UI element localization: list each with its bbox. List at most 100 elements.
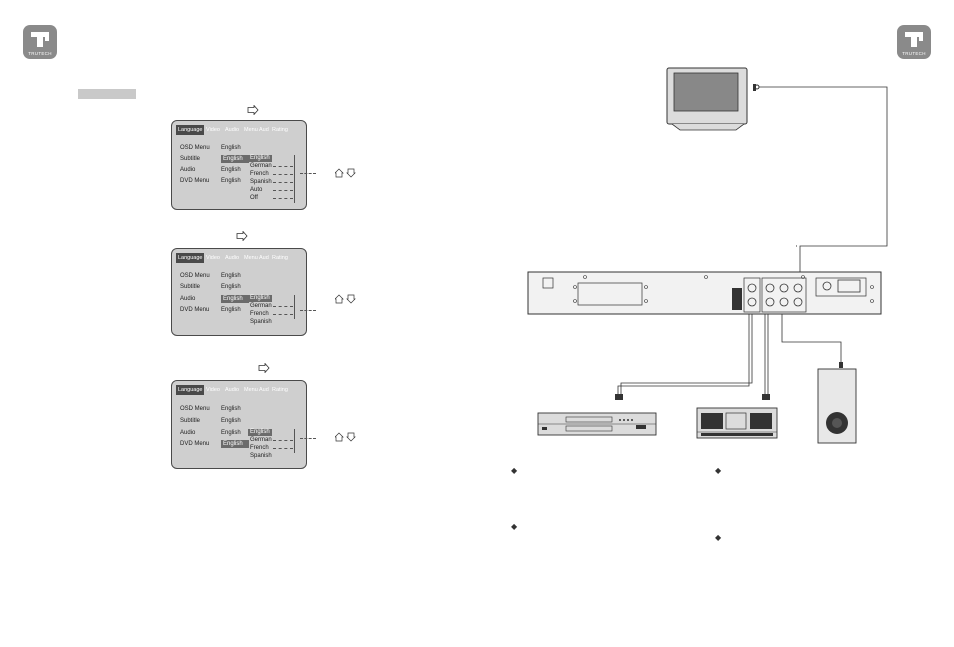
audio-value[interactable]: English	[221, 430, 241, 436]
setup-menu-panel-dvd-menu: Language Video Audio Menu Aud Rating OSD…	[171, 380, 307, 469]
divider	[273, 198, 293, 199]
tab-language[interactable]: Language	[176, 253, 205, 263]
divider	[273, 306, 293, 307]
subtitle-dropdown: English German French Spanish Auto Off	[247, 155, 297, 205]
option-auto[interactable]: Auto	[250, 187, 263, 193]
audio-value[interactable]: English	[221, 295, 249, 303]
tab-language[interactable]: Language	[176, 385, 205, 395]
osd-menu-label: OSD Menu	[180, 406, 210, 412]
dvd-menu-dropdown: English German French Spanish	[247, 429, 297, 463]
dvd-menu-value[interactable]: English	[221, 307, 241, 313]
dvd-menu-label: DVD Menu	[180, 178, 210, 184]
divider	[273, 440, 293, 441]
dvd-menu-value[interactable]: English	[221, 440, 249, 448]
right-arrow-icon	[258, 363, 270, 373]
bullet-icon: ◆	[715, 466, 722, 475]
option-english[interactable]: English	[248, 295, 272, 302]
tab-menu-aud[interactable]: Menu Aud	[244, 255, 269, 261]
audio-label: Audio	[180, 296, 196, 302]
leader-line	[300, 310, 316, 311]
subtitle-value[interactable]: English	[221, 155, 249, 163]
tab-audio[interactable]: Audio	[225, 255, 240, 261]
divider	[273, 166, 293, 167]
dvd-menu-label: DVD Menu	[180, 307, 210, 313]
brand-logo-left: TRUTECH	[23, 25, 57, 59]
subtitle-value[interactable]: English	[221, 418, 241, 424]
tab-audio[interactable]: Audio	[225, 387, 240, 393]
logo-text: TRUTECH	[902, 51, 926, 56]
subtitle-value[interactable]: English	[221, 284, 241, 290]
right-arrow-icon	[247, 105, 259, 115]
brand-logo-right: TRUTECH	[897, 25, 931, 59]
osd-menu-value[interactable]: English	[221, 145, 241, 151]
tab-rating[interactable]: Rating	[272, 255, 288, 261]
leader-line	[300, 173, 316, 174]
divider	[273, 182, 293, 183]
menu-tabs: Language Video Audio Menu Aud Rating	[176, 385, 302, 396]
osd-menu-label: OSD Menu	[180, 273, 210, 279]
option-german[interactable]: German	[250, 163, 272, 169]
audio-label: Audio	[180, 430, 196, 436]
tv-icon	[666, 67, 760, 131]
option-english[interactable]: English	[248, 155, 272, 162]
divider	[273, 190, 293, 191]
option-spanish[interactable]: Spanish	[250, 319, 272, 325]
audio-value[interactable]: English	[221, 167, 241, 173]
option-french[interactable]: French	[250, 311, 269, 317]
option-bracket	[294, 429, 295, 453]
option-spanish[interactable]: Spanish	[250, 179, 272, 185]
divider	[273, 174, 293, 175]
divider	[273, 314, 293, 315]
option-bracket	[294, 295, 295, 319]
subtitle-label: Subtitle	[180, 284, 201, 290]
option-english[interactable]: English	[248, 429, 272, 436]
bullet-icon: ◆	[715, 533, 722, 542]
up-down-arrows-icon	[335, 432, 356, 442]
right-arrow-icon	[236, 231, 248, 241]
tab-menu-aud[interactable]: Menu Aud	[244, 127, 269, 133]
menu-tabs: Language Video Audio Menu Aud Rating	[176, 253, 302, 264]
option-bracket	[294, 155, 295, 203]
section-header-bar	[78, 89, 136, 99]
up-down-arrows-icon	[335, 294, 356, 304]
option-off[interactable]: Off	[250, 195, 258, 201]
setup-menu-panel-audio: Language Video Audio Menu Aud Rating OSD…	[171, 248, 307, 336]
tab-video[interactable]: Video	[206, 387, 220, 393]
tab-rating[interactable]: Rating	[272, 127, 288, 133]
subtitle-label: Subtitle	[180, 418, 201, 424]
bullet-icon: ◆	[511, 522, 518, 531]
option-french[interactable]: French	[250, 171, 269, 177]
t-logo-icon	[31, 32, 49, 47]
option-german[interactable]: German	[250, 437, 272, 443]
cassette-deck-icon	[696, 407, 778, 439]
audio-label: Audio	[180, 167, 196, 173]
osd-menu-value[interactable]: English	[221, 406, 241, 412]
bullet-icon: ◆	[511, 466, 518, 475]
option-german[interactable]: German	[250, 303, 272, 309]
dvd-menu-label: DVD Menu	[180, 441, 210, 447]
leader-line	[300, 438, 316, 439]
dvd-menu-value[interactable]: English	[221, 178, 241, 184]
receiver-back-panel-icon	[527, 271, 882, 315]
logo-text: TRUTECH	[28, 51, 52, 56]
osd-menu-value[interactable]: English	[221, 273, 241, 279]
menu-tabs: Language Video Audio Menu Aud Rating	[176, 125, 302, 136]
tab-audio[interactable]: Audio	[225, 127, 240, 133]
option-french[interactable]: French	[250, 445, 269, 451]
up-down-arrows-icon	[335, 168, 356, 178]
dvd-player-icon	[537, 412, 657, 436]
audio-dropdown: English German French Spanish	[247, 295, 297, 329]
tab-video[interactable]: Video	[206, 255, 220, 261]
subtitle-label: Subtitle	[180, 156, 201, 162]
tab-menu-aud[interactable]: Menu Aud	[244, 387, 269, 393]
option-spanish[interactable]: Spanish	[250, 453, 272, 459]
osd-menu-label: OSD Menu	[180, 145, 210, 151]
tab-video[interactable]: Video	[206, 127, 220, 133]
connection-diagram	[527, 67, 888, 444]
setup-menu-panel-subtitle: Language Video Audio Menu Aud Rating OSD…	[171, 120, 307, 210]
subwoofer-icon	[817, 368, 857, 444]
divider	[273, 448, 293, 449]
tab-rating[interactable]: Rating	[272, 387, 288, 393]
t-logo-icon	[905, 32, 923, 47]
tab-language[interactable]: Language	[176, 125, 205, 135]
